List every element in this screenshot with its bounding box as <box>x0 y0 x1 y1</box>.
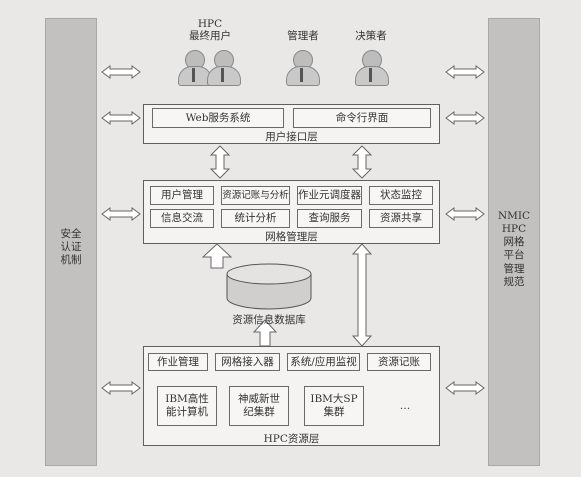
web-service-system: Web服务系统 <box>152 108 284 128</box>
nmic-hpc-spec-label: NMIC HPC 网格 平台 管理 规范 <box>497 210 531 288</box>
right-arrow-users <box>445 65 485 79</box>
left-arrow-users <box>101 65 141 79</box>
statistical-analysis: 统计分析 <box>221 209 290 228</box>
grid-management-layer-title: 网格管理层 <box>265 231 318 243</box>
status-monitoring: 状态监控 <box>369 186 433 205</box>
security-auth-panel <box>45 18 97 466</box>
grid-hpc-arrow <box>351 243 373 347</box>
right-arrow-hpc <box>445 381 485 395</box>
command-line-interface: 命令行界面 <box>293 108 431 128</box>
right-arrow-grid <box>445 207 485 221</box>
ibm-sp-cluster: IBM大SP 集群 <box>304 386 364 426</box>
decision-maker-label: 决策者 <box>355 30 387 42</box>
information-exchange: 信息交流 <box>150 209 214 228</box>
ui-grid-arrow-right <box>351 145 373 179</box>
left-arrow-ui <box>101 111 141 125</box>
resource-accounting: 资源记账 <box>367 353 431 371</box>
ui-grid-arrow-left <box>209 145 231 179</box>
database-icon <box>226 263 312 310</box>
security-auth-label: 安全 认证 机制 <box>60 228 82 267</box>
left-arrow-grid <box>101 207 141 221</box>
database-label: 资源信息数据库 <box>232 314 306 326</box>
left-arrow-hpc <box>101 381 141 395</box>
db-grid-arrow <box>201 243 233 269</box>
ibm-hpc-computer: IBM高性 能计算机 <box>157 386 217 426</box>
hpc-resource-layer-title: HPC资源层 <box>263 433 320 445</box>
more-clusters: … <box>399 399 411 412</box>
right-arrow-ui <box>445 111 485 125</box>
job-meta-scheduler: 作业元调度器 <box>297 186 362 205</box>
system-app-monitor: 系统/应用监视 <box>287 353 360 371</box>
hpc-end-user-label: HPC 最终用户 <box>189 18 231 43</box>
query-service: 查询服务 <box>297 209 362 228</box>
sunway-cluster: 神威新世 纪集群 <box>229 386 289 426</box>
resource-sharing: 资源共享 <box>369 209 433 228</box>
user-interface-layer-title: 用户接口层 <box>265 131 318 143</box>
admin-label: 管理者 <box>287 30 319 42</box>
user-management: 用户管理 <box>150 186 214 205</box>
grid-access-connector: 网格接入器 <box>215 353 280 371</box>
job-management: 作业管理 <box>148 353 208 371</box>
resource-accounting-analysis: 资源记账与分析 <box>221 186 290 205</box>
nmic-hpc-spec-panel <box>488 18 540 466</box>
